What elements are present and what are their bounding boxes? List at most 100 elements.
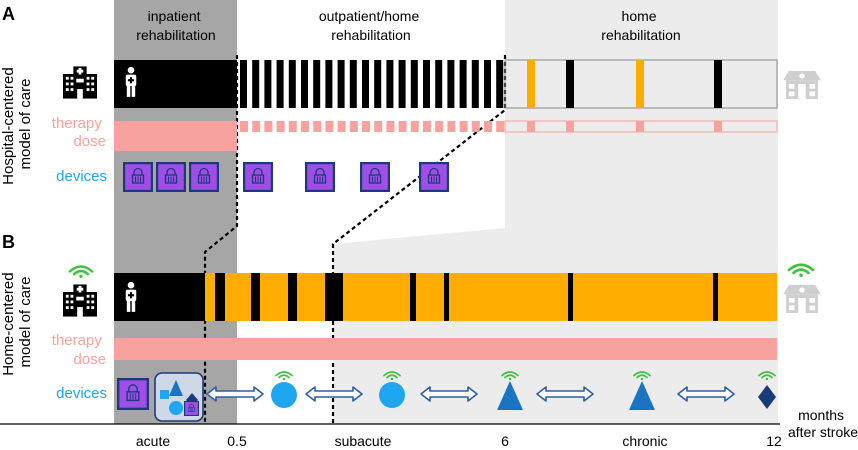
dose-bar-b — [114, 338, 777, 360]
hospital-icon — [63, 66, 97, 99]
robotic-device-icon — [360, 162, 390, 192]
outpatient-dose-block — [471, 121, 480, 132]
robotic-device-icon — [189, 162, 219, 192]
outpatient-dose-block — [362, 121, 370, 132]
outpatient-session-stripe — [325, 60, 333, 108]
outpatient-dose-block — [484, 121, 492, 132]
phase-label-home: home rehabilitation — [601, 8, 680, 43]
outpatient-session-stripe — [410, 60, 418, 108]
dose-bar-outpatient — [240, 121, 505, 132]
in-person-session-stripe — [568, 273, 573, 321]
cone-icon — [169, 380, 183, 396]
phase-label-inpatient-line1: inpatient — [148, 8, 201, 24]
robotic-device-icon — [184, 401, 199, 416]
outpatient-session-stripes — [240, 60, 504, 108]
outpatient-dose-block — [288, 121, 297, 132]
therapy-dose-label-a-line1: therapy — [52, 115, 103, 132]
outpatient-session-stripe — [240, 60, 247, 108]
hospital-icon — [63, 284, 97, 317]
outpatient-dose-block — [435, 121, 444, 132]
outpatient-session-stripe — [398, 60, 406, 108]
outpatient-session-stripe — [337, 60, 345, 108]
panel-b-side-label: Home-centered model of care — [0, 268, 34, 376]
panel-b-side-label-line2: model of care — [17, 277, 34, 368]
dose-home-3 — [636, 121, 644, 132]
outpatient-session-stripe — [471, 60, 479, 108]
small-square-icon — [160, 390, 169, 399]
outpatient-session-stripe — [313, 60, 321, 108]
axis-unit-label: months after stroke — [788, 407, 858, 440]
ball-icon — [169, 401, 183, 415]
in-person-session-stripes — [215, 273, 718, 321]
axis-tick-6: 6 — [501, 433, 509, 449]
in-person-session-stripe — [251, 273, 260, 321]
robotic-device-icon — [156, 162, 186, 192]
phase-label-home-line1: home — [622, 8, 657, 24]
phase-label-inpatient: inpatient rehabilitation — [136, 8, 215, 43]
home-session-orange-2 — [636, 60, 644, 108]
therapy-dose-label-a: therapy dose — [52, 115, 106, 150]
phase-label-outpatient: outpatient/home rehabilitation — [319, 8, 423, 43]
outpatient-session-stripe — [423, 60, 430, 108]
home-session-black-2 — [714, 60, 722, 108]
outpatient-session-stripe — [288, 60, 296, 108]
wifi-icon — [787, 263, 815, 277]
panel-a-side-label-line1: Hospital-centered — [0, 67, 17, 185]
care-bar-telerehab — [205, 273, 777, 321]
outpatient-dose-block — [398, 121, 407, 132]
home-phase-panel-a — [505, 0, 778, 228]
home-session-black-1 — [566, 60, 574, 108]
outpatient-dose-block — [325, 121, 334, 132]
in-person-session-stripe — [444, 273, 449, 321]
outpatient-session-stripe — [264, 60, 272, 108]
outpatient-dose-block — [386, 121, 395, 132]
home-session-orange-1 — [527, 60, 535, 108]
axis-label-chronic: chronic — [622, 433, 667, 449]
robotic-device-icon — [305, 162, 335, 192]
outpatient-dose-block — [459, 121, 468, 132]
devices-label-a: devices — [56, 168, 107, 185]
in-person-session-stripe — [325, 273, 343, 321]
phase-label-inpatient-line2: rehabilitation — [136, 27, 215, 43]
outpatient-session-stripe — [349, 60, 357, 108]
outpatient-dose-block — [276, 121, 285, 132]
outpatient-dose-block — [337, 121, 346, 132]
phase-label-outpatient-line1: outpatient/home — [319, 8, 420, 24]
wifi-icon — [68, 265, 94, 278]
outpatient-session-stripe — [276, 60, 284, 108]
home-icon — [783, 70, 821, 99]
outpatient-dose-block — [447, 121, 456, 132]
outpatient-session-stripe — [362, 60, 369, 108]
cone-icon — [629, 381, 655, 410]
panel-a-side-label-line2: model of care — [17, 79, 34, 170]
outpatient-session-stripe — [374, 60, 382, 108]
in-person-session-stripe — [410, 273, 416, 321]
axis-label-subacute: subacute — [335, 433, 392, 449]
outpatient-session-stripe — [459, 60, 467, 108]
axis-unit-line2: after stroke — [788, 424, 858, 440]
outpatient-dose-block — [496, 121, 505, 132]
dose-home-2 — [566, 121, 574, 132]
dose-home-4 — [714, 121, 722, 132]
dose-home-1 — [527, 121, 535, 132]
axis-label-acute: acute — [136, 433, 170, 449]
outpatient-dose-block — [301, 121, 309, 132]
robotic-device-icon — [117, 378, 149, 410]
panel-b-side-label-line1: Home-centered — [0, 272, 17, 375]
outpatient-dose-block — [374, 121, 383, 132]
phase-label-home-line2: rehabilitation — [601, 27, 680, 43]
home-icon — [783, 284, 821, 313]
outpatient-dose-block — [240, 121, 248, 132]
in-person-session-stripe — [288, 273, 297, 321]
outpatient-dose-block — [252, 121, 261, 132]
outpatient-dose-block — [410, 121, 419, 132]
outpatient-dose-block — [264, 121, 273, 132]
outpatient-dose-block — [423, 121, 431, 132]
devices-label-b: devices — [56, 385, 107, 402]
robotic-device-icon — [419, 162, 449, 192]
outpatient-session-stripe — [386, 60, 394, 108]
panel-b-letter: B — [2, 232, 15, 252]
outpatient-session-stripe — [484, 60, 491, 108]
